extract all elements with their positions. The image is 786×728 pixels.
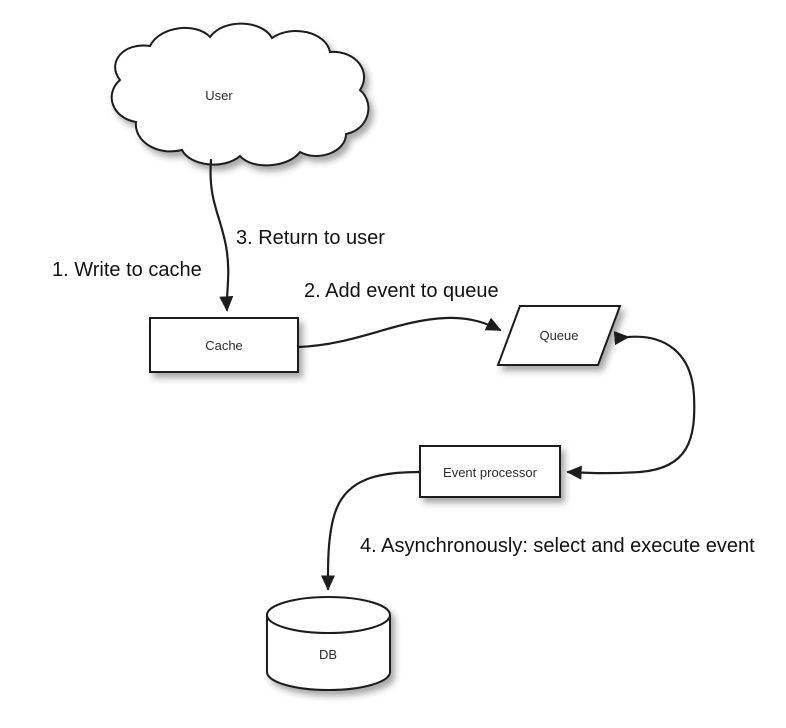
node-event-processor[interactable]: Event processor bbox=[419, 445, 561, 498]
node-cache[interactable]: Cache bbox=[149, 317, 299, 373]
edge-processor-to-db bbox=[320, 470, 422, 591]
step-label-4: 4. Asynchronously: select and execute ev… bbox=[360, 535, 755, 557]
node-label-db: DB bbox=[319, 647, 337, 662]
edge-user-to-cache bbox=[209, 158, 234, 312]
node-db[interactable]: DB bbox=[266, 596, 391, 691]
step-label-1: 1. Write to cache bbox=[52, 259, 202, 281]
edge-cache-to-queue bbox=[296, 316, 502, 349]
edge-queue-processor-loop bbox=[566, 331, 696, 480]
node-label-cache: Cache bbox=[205, 338, 243, 353]
node-label-user: User bbox=[205, 88, 233, 103]
step-label-3: 3. Return to user bbox=[236, 227, 385, 249]
node-queue[interactable]: Queue bbox=[496, 305, 622, 366]
node-label-queue: Queue bbox=[539, 328, 578, 343]
node-label-event-processor: Event processor bbox=[443, 465, 538, 480]
node-user[interactable]: User bbox=[110, 22, 370, 167]
step-label-2: 2. Add event to queue bbox=[304, 280, 499, 302]
